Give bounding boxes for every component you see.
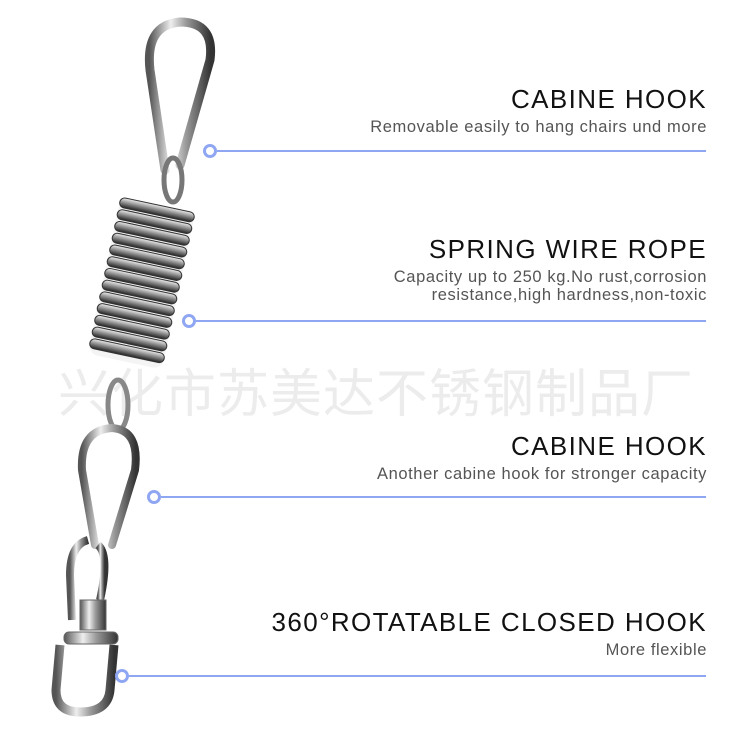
carabiner-hook-icon — [77, 377, 140, 549]
feature-rotatable-closed-hook: 360°ROTATABLE CLOSED HOOK More flexible — [271, 607, 707, 659]
feature-description: More flexible — [605, 641, 707, 659]
pointer-line — [161, 496, 706, 498]
pointer-dot-icon — [203, 144, 217, 158]
pointer-line — [217, 150, 706, 152]
swivel-hook-icon — [51, 536, 119, 717]
feature-cabine-hook-bottom: CABINE HOOK Another cabine hook for stro… — [377, 431, 707, 483]
feature-title: SPRING WIRE ROPE — [428, 234, 707, 264]
feature-description: Capacity up to 250 kg.No rust,corrosion … — [394, 268, 707, 304]
product-image — [51, 17, 216, 717]
pointer-dot-icon — [115, 669, 129, 683]
feature-title: CABINE HOOK — [511, 431, 707, 461]
pointer-dot-icon — [182, 314, 196, 328]
pointer-line — [196, 320, 706, 322]
feature-title: CABINE HOOK — [511, 84, 707, 114]
feature-description-line: resistance,high hardness,non-toxic — [431, 286, 707, 304]
pointer-line — [129, 675, 706, 677]
feature-cabine-hook-top: CABINE HOOK Removable easily to hang cha… — [370, 84, 707, 136]
feature-title: 360°ROTATABLE CLOSED HOOK — [271, 607, 707, 637]
feature-description: Another cabine hook for stronger capacit… — [376, 465, 707, 483]
spring-icon — [89, 197, 195, 368]
feature-spring-wire-rope: SPRING WIRE ROPE Capacity up to 250 kg.N… — [394, 234, 707, 304]
carabiner-hook-icon — [144, 17, 216, 205]
pointer-dot-icon — [147, 490, 161, 504]
feature-description: Removable easily to hang chairs und more — [370, 118, 707, 136]
watermark: 兴化市苏美达不锈钢制品厂 — [58, 365, 695, 425]
feature-description-line: Capacity up to 250 kg.No rust,corrosion — [393, 268, 707, 286]
